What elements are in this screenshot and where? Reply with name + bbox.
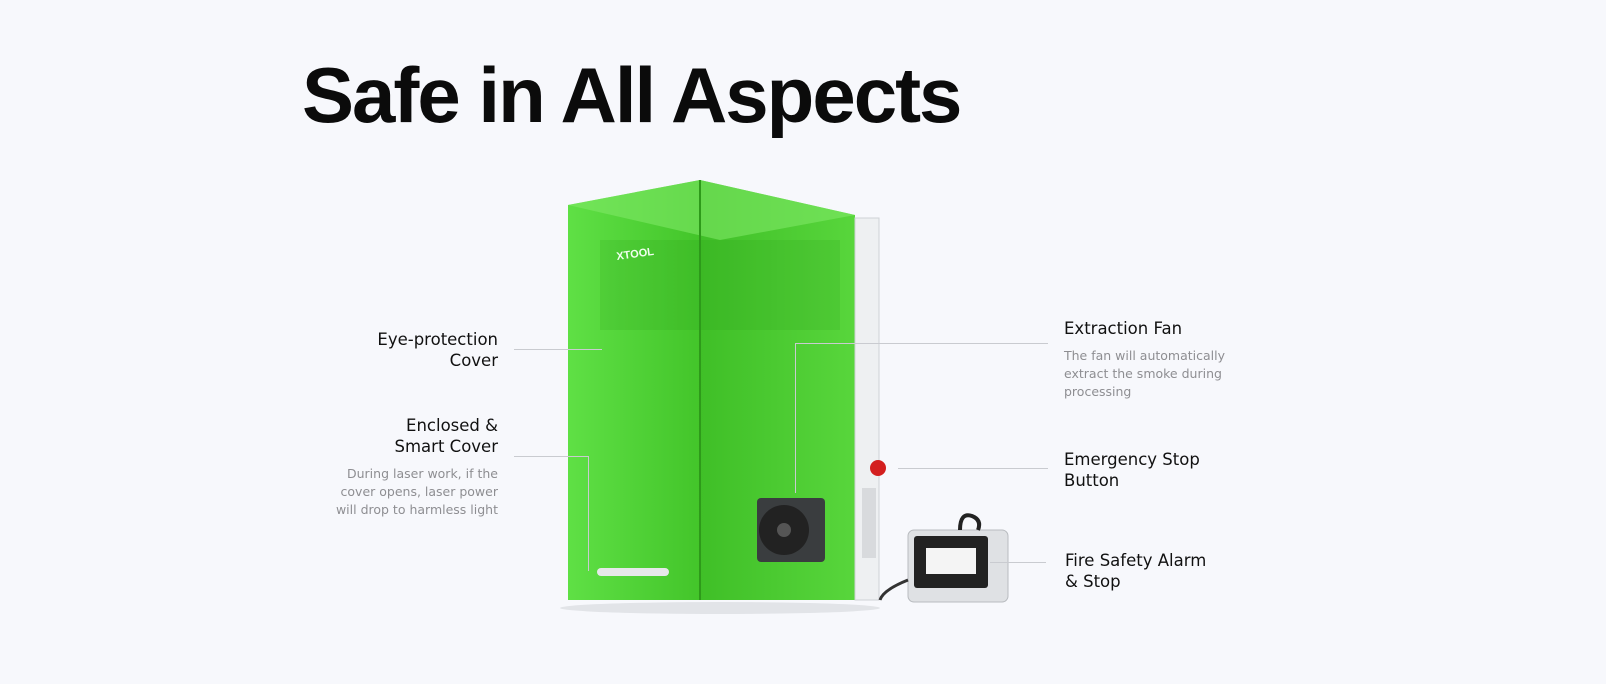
- callout-line-fan-drop: [795, 343, 796, 493]
- callout-line-fan: [795, 343, 1048, 344]
- callout-line-enclosed-drop: [588, 456, 589, 571]
- callout-fan-desc: The fan will automatically extract the s…: [1064, 347, 1225, 401]
- callout-line-fire: [990, 562, 1046, 563]
- fan-icon: [757, 498, 825, 562]
- desc-line: During laser work, if the: [347, 466, 498, 481]
- callout-enclosed-title: Enclosed & Smart Cover: [395, 415, 498, 457]
- callout-fire-title: Fire Safety Alarm & Stop: [1065, 550, 1206, 592]
- title-line: Eye-protection: [377, 330, 498, 349]
- title-line: Emergency Stop: [1064, 450, 1200, 469]
- cover-right-face: [700, 180, 855, 600]
- callout-enclosed-desc: During laser work, if the cover opens, l…: [336, 465, 498, 519]
- controller-screen: [878, 513, 1009, 603]
- emergency-stop-icon: [870, 460, 886, 476]
- desc-line: processing: [1064, 384, 1132, 399]
- title-line: Cover: [449, 351, 498, 370]
- desc-line: will drop to harmless light: [335, 502, 498, 517]
- title-line: Fire Safety Alarm: [1065, 551, 1207, 570]
- callout-line-eye: [514, 349, 602, 350]
- title-line: Enclosed &: [406, 416, 498, 435]
- door-handle: [597, 568, 669, 576]
- callout-line-estop: [898, 468, 1048, 469]
- callout-line-enclosed: [514, 456, 589, 457]
- desc-line: The fan will automatically: [1064, 348, 1226, 363]
- page-title: Safe in All Aspects: [302, 51, 962, 139]
- cover-left-face: [568, 180, 700, 600]
- callout-eye-title: Eye-protection Cover: [377, 329, 498, 371]
- title-line: Button: [1064, 471, 1120, 490]
- callout-fan-title: Extraction Fan: [1064, 319, 1183, 338]
- title-line: & Stop: [1065, 572, 1121, 591]
- desc-line: extract the smoke during: [1064, 366, 1222, 381]
- xtool-logo: XTOOL: [616, 246, 655, 263]
- callout-estop-title: Emergency Stop Button: [1064, 449, 1200, 491]
- title-line: Smart Cover: [394, 437, 498, 456]
- desc-line: cover opens, laser power: [340, 484, 498, 499]
